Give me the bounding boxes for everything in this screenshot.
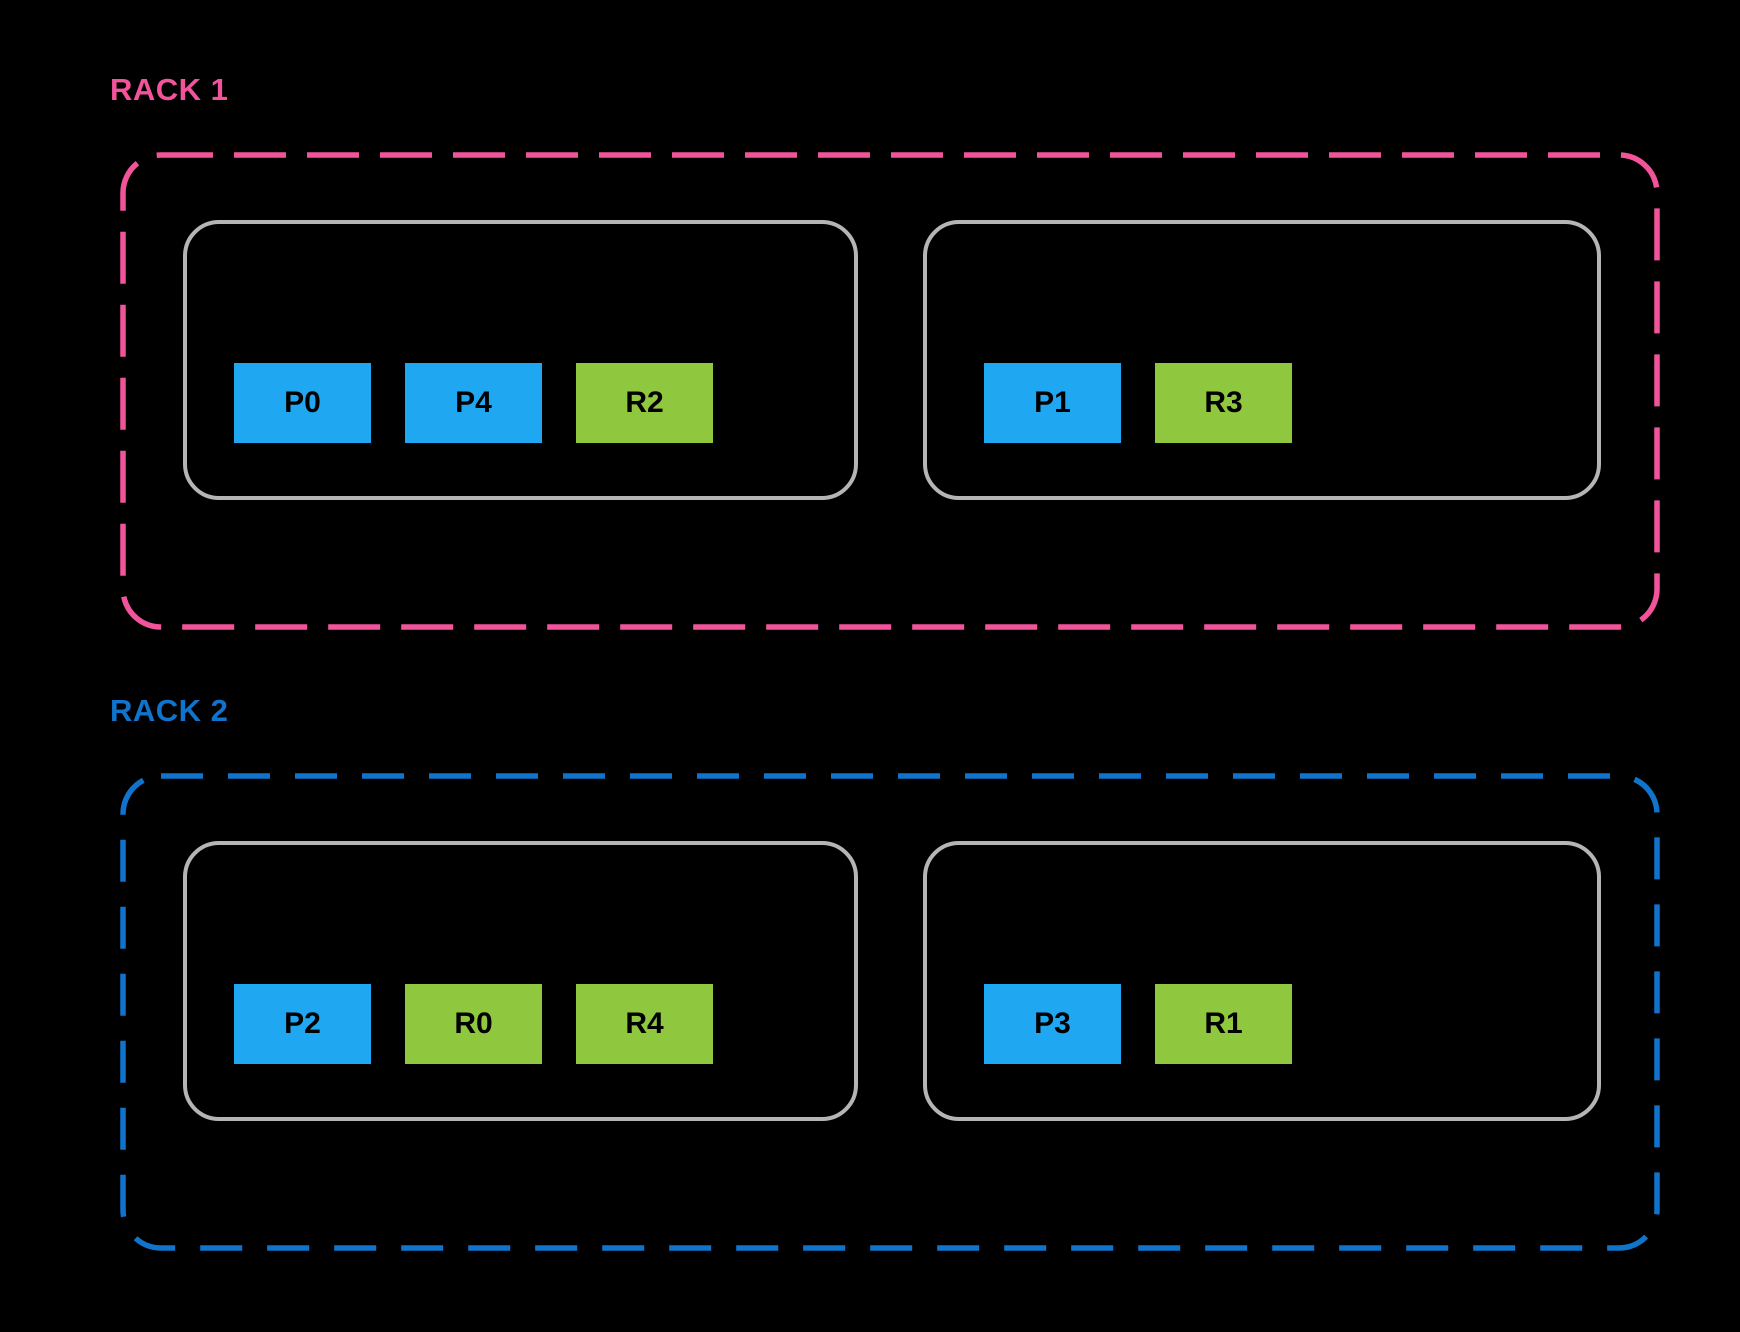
rack-1-label: RACK 1 xyxy=(110,72,229,107)
chip-r1: R1 xyxy=(1155,984,1292,1064)
chip-r0: R0 xyxy=(405,984,542,1064)
chip-p1: P1 xyxy=(984,363,1121,443)
rack-1-node-2: P1 R3 xyxy=(923,220,1601,500)
chip-p4: P4 xyxy=(405,363,542,443)
rack-2-dashed-border-icon xyxy=(120,773,1660,1251)
rack-2-label: RACK 2 xyxy=(110,693,229,728)
rack-1-boundary: P0 P4 R2 P1 R3 xyxy=(120,152,1660,630)
rack-1-dashed-border-icon xyxy=(120,152,1660,630)
chip-r4: R4 xyxy=(576,984,713,1064)
chip-p0: P0 xyxy=(234,363,371,443)
chip-p2: P2 xyxy=(234,984,371,1064)
rack-2-node-1: P2 R0 R4 xyxy=(183,841,858,1121)
rack-2-node-2: P3 R1 xyxy=(923,841,1601,1121)
rack-2-boundary: P2 R0 R4 P3 R1 xyxy=(120,773,1660,1251)
chip-r2: R2 xyxy=(576,363,713,443)
rack-1-node-1: P0 P4 R2 xyxy=(183,220,858,500)
chip-p3: P3 xyxy=(984,984,1121,1064)
chip-r3: R3 xyxy=(1155,363,1292,443)
